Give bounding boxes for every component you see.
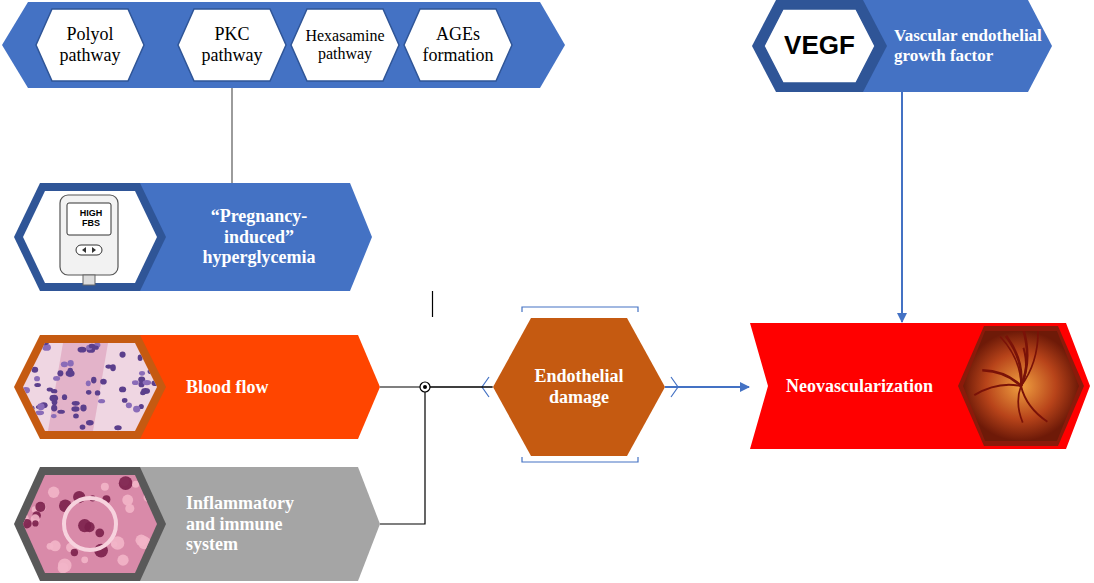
text-box: Blood flow bbox=[186, 335, 346, 439]
text-box: VEGF bbox=[772, 0, 867, 92]
node-label: AGEs formation bbox=[411, 24, 505, 65]
outcome-box: Neovascularization bbox=[750, 323, 1094, 449]
factor-box: VEGF Vascular endothelial growth factor bbox=[752, 0, 1052, 92]
screen-label: HIGH FBS bbox=[74, 209, 108, 229]
node-label: Polyol pathway bbox=[43, 24, 137, 65]
text-box: AGEs formation bbox=[411, 8, 505, 82]
process-hexagon: Endothelial damage bbox=[493, 318, 665, 456]
text-box: Polyol pathway bbox=[43, 8, 137, 82]
pathway-hexagon: Polyol pathway bbox=[35, 8, 145, 82]
merge-line bbox=[432, 291, 433, 317]
merge-line bbox=[380, 387, 493, 524]
text-box: Hexasamine pathway bbox=[296, 8, 394, 82]
pathway-hexagon: AGEs formation bbox=[403, 8, 513, 82]
cause-box: Blood flow bbox=[14, 335, 380, 439]
arrow-connector bbox=[901, 92, 903, 322]
text-box: Inflammatory and immune system bbox=[186, 467, 321, 581]
node-shape bbox=[14, 183, 372, 291]
node-label: VEGF bbox=[772, 31, 867, 61]
arrow-connector bbox=[665, 386, 749, 388]
pathway-hexagon: PKC pathway bbox=[177, 8, 287, 82]
glucose-meter-icon bbox=[60, 195, 118, 285]
text-box: PKC pathway bbox=[185, 8, 279, 82]
text-box: Neovascularization bbox=[786, 323, 961, 449]
pathway-hexagon: Hexasamine pathway bbox=[290, 8, 400, 82]
node-label: PKC pathway bbox=[185, 24, 279, 65]
text-box: Vascular endothelial growth factor bbox=[894, 0, 1042, 92]
illustration bbox=[17, 473, 157, 573]
node-label: Blood flow bbox=[186, 377, 346, 398]
node-label: Hexasamine pathway bbox=[296, 27, 394, 64]
node-label: “Pregnancy-induced” hyperglycemia bbox=[189, 206, 329, 268]
leader-line bbox=[231, 88, 232, 183]
illustration bbox=[20, 341, 160, 431]
junction-dot bbox=[420, 382, 430, 392]
node-description: Vascular endothelial growth factor bbox=[894, 26, 1042, 65]
node-label: Neovascularization bbox=[786, 376, 961, 397]
node-label: Endothelial damage bbox=[523, 366, 635, 407]
bracket bbox=[482, 307, 678, 462]
screen-text-box: HIGH FBS bbox=[74, 203, 108, 235]
text-box: Endothelial damage bbox=[523, 318, 635, 456]
cause-box: Inflammatory and immune system bbox=[14, 467, 380, 581]
node-label: Inflammatory and immune system bbox=[186, 493, 321, 555]
pathway-band bbox=[2, 2, 565, 88]
cause-box: “Pregnancy-induced” hyperglycemia bbox=[14, 183, 372, 291]
illustration bbox=[963, 318, 1079, 441]
text-box: “Pregnancy-induced” hyperglycemia bbox=[189, 183, 329, 291]
